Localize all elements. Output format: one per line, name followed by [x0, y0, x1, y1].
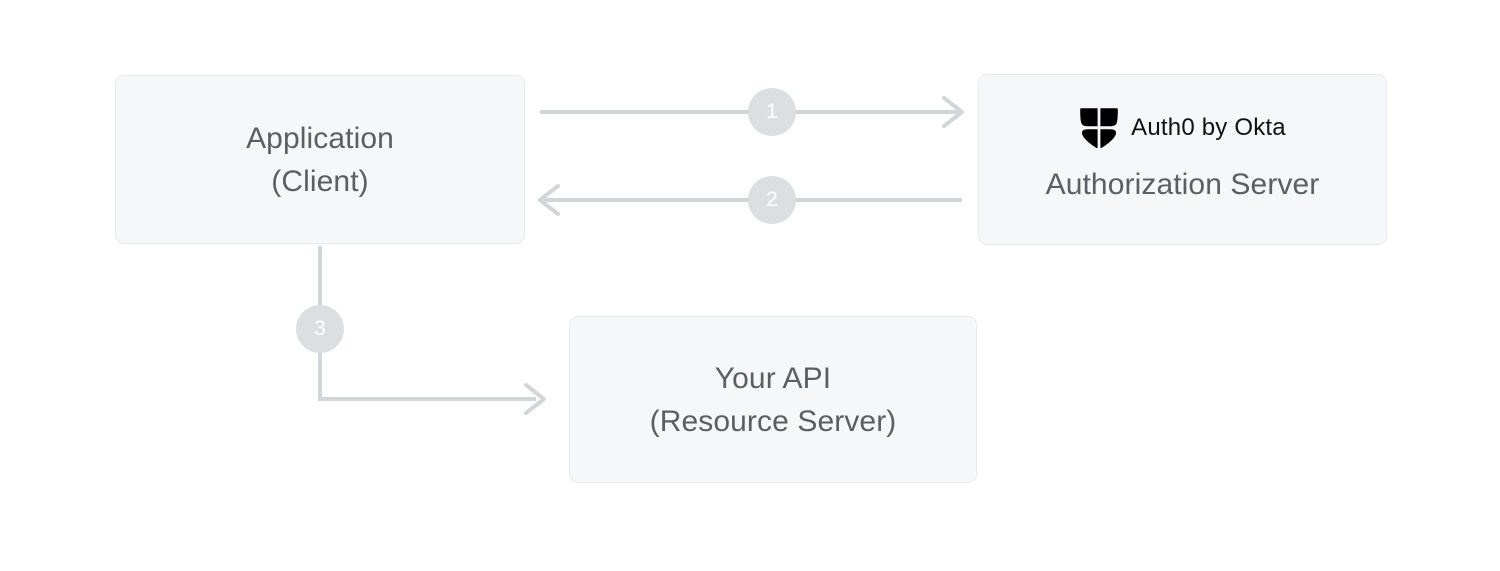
- node-your-api[interactable]: Your API (Resource Server): [569, 316, 977, 483]
- node-authorization-server[interactable]: Auth0 by Okta Authorization Server: [978, 74, 1387, 245]
- step-badge-3[interactable]: 3: [296, 305, 344, 353]
- step-badge-2[interactable]: 2: [748, 176, 796, 224]
- node-your-api-line2: (Resource Server): [649, 404, 897, 438]
- auth0-shield-icon: [1080, 108, 1118, 149]
- node-application[interactable]: Application (Client): [115, 75, 525, 244]
- node-application-line1: Application: [246, 121, 394, 155]
- auth0-brand-name: Auth0 by Okta: [1131, 114, 1286, 141]
- node-application-line2: (Client): [271, 164, 369, 198]
- node-authorization-server-label: Authorization Server: [1045, 168, 1320, 201]
- auth0-brand-row: Auth0 by Okta: [1079, 107, 1286, 149]
- node-your-api-line1: Your API: [714, 361, 832, 395]
- edge-3-arrow: [318, 246, 546, 415]
- step-badge-1[interactable]: 1: [748, 88, 796, 136]
